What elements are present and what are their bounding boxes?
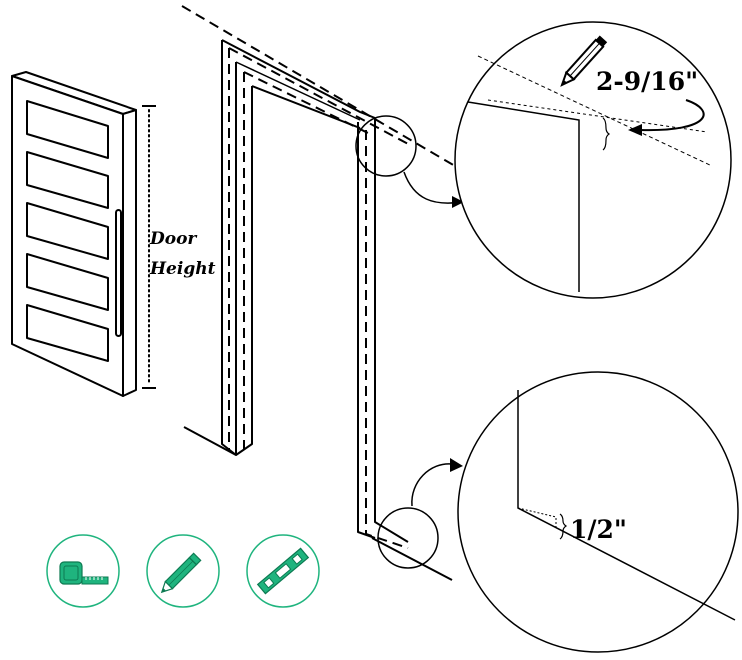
door-panel-1 (26, 100, 109, 159)
level-tool-icon (246, 534, 320, 608)
door-height-label-line2: Height (149, 259, 216, 279)
door-panel-3 (26, 202, 109, 260)
bottom-detail-arrow (411, 463, 453, 507)
bottom-detail-dimension-label: 1/2" (570, 515, 627, 544)
top-detail-circle (454, 21, 732, 299)
bottom-detail-arrowhead (450, 458, 463, 472)
top-detail-frame-edge (467, 101, 580, 292)
bottom-detail-callout-circle (377, 507, 439, 569)
top-detail-arrowhead (452, 196, 464, 208)
bottom-detail-circle (457, 371, 739, 653)
door-panel-4 (26, 253, 109, 311)
pencil-icon (560, 35, 608, 87)
door-height-dimension (142, 105, 156, 389)
top-detail-mark-line (487, 99, 708, 133)
top-detail-callout-circle (355, 115, 417, 177)
door-height-label-line1: Door (149, 229, 197, 249)
door-panel-5 (26, 304, 109, 362)
top-detail-guide-line (477, 55, 713, 167)
top-detail-bracket (602, 117, 611, 151)
bottom-detail-bracket (559, 513, 568, 540)
door-slab (11, 71, 137, 397)
bottom-detail-mark-line (517, 507, 557, 527)
door-side-edge (122, 109, 137, 397)
pencil-tool-icon (146, 534, 220, 608)
top-detail-curved-arrowhead (628, 124, 642, 136)
door-handle (115, 209, 122, 337)
top-detail-curved-arrow (639, 99, 705, 132)
top-detail-dimension-label: 2-9/16" (596, 67, 698, 96)
layout-dashed-lines (181, 5, 456, 549)
bottom-detail-magnified: 1/2" (457, 371, 739, 653)
top-detail-magnified: 2-9/16" (454, 21, 732, 299)
door-panel-2 (26, 151, 109, 209)
tape-measure-icon (46, 534, 120, 608)
